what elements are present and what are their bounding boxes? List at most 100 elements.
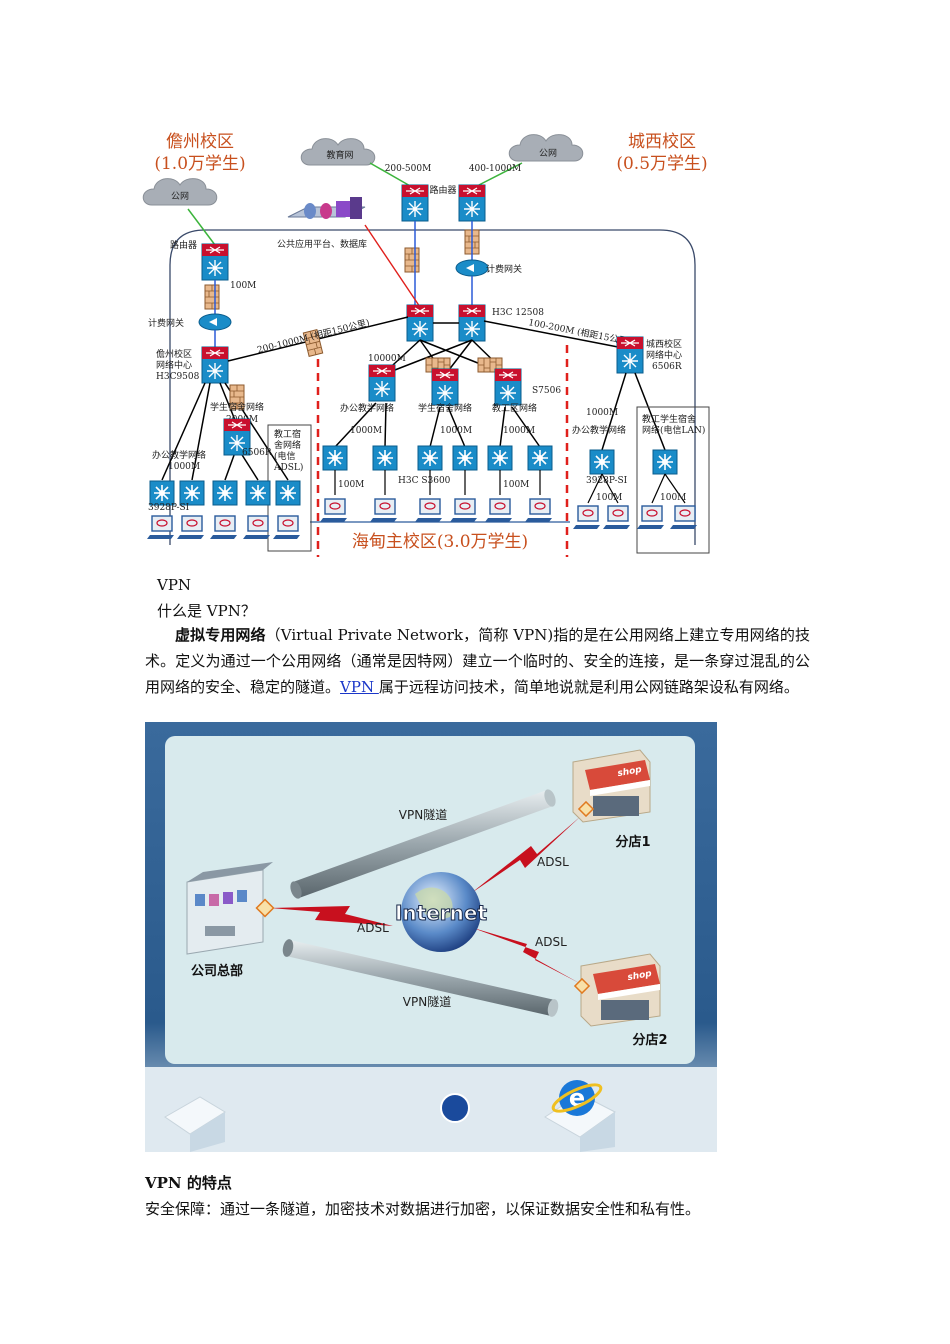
branch2-router-icon [573,977,591,995]
vpn-tunnel-top [290,789,556,899]
right-staff-box [636,406,710,554]
dist-switch-office [368,364,396,402]
right-access-switch-1 [589,449,615,475]
right-staff-line2: 网络(电信LAN) [642,424,705,436]
main-student-net-label: 学生宿舍网络 [418,402,472,414]
decor-globe-icon [440,1093,470,1123]
billing-gateway-top [455,259,489,277]
hq-label: 公司总部 [191,963,243,979]
left-staff-line1: 教工宿 [274,428,301,440]
link-100m-left-label: 100M [230,281,256,291]
branch2-shop-sign: shop [627,969,653,983]
branch2-shop [580,953,661,1027]
router-left [201,243,229,281]
definition-tail: 属于远程访问技术，简单地说就是利用公网链路架设私有网络。 [378,678,799,696]
right-center-line3: 6506R [652,362,682,372]
campus-main-name: 海甸主校区(3.0万学生) [352,532,528,552]
main-s7506-label: S7506 [532,386,561,396]
router-left-label: 路由器 [170,239,197,251]
firewall-top-left [404,247,420,273]
security-paragraph: 安全保障：通过一条隧道，加密技术对数据进行加密，以保证数据安全性和私有性。 [145,1200,701,1218]
adsl-link-left [270,906,393,926]
branch1-router-icon [577,800,595,818]
branch1-label: 分店1 [615,834,650,850]
left-staff-line3: (电信 [274,450,296,462]
hq-building [186,862,273,955]
core-switch-label: H3C 12508 [492,308,544,318]
main-1000m-c-label: 1000M [503,426,535,436]
link-public-label: 400-1000M [469,164,521,174]
campus-right-name: 城西校区 [628,132,696,152]
adsl-top-right-label: ADSL [537,855,569,869]
dist-switch-staff [494,368,522,406]
right-center-line1: 城西校区 [646,338,682,350]
main-staff-net-label: 教工区网络 [492,402,537,414]
router-top-left [401,184,429,222]
left-center-switch [201,346,229,384]
billing-gateway-left-label: 计费网关 [148,317,184,329]
main-100m-b-label: 100M [503,480,529,490]
campus-right-count: (0.5万学生) [616,154,707,174]
main-1000m-b-label: 1000M [440,426,472,436]
vpn-link[interactable]: VPN [340,678,379,696]
left-student-net-label: 学生宿舍网络 [210,401,264,413]
campus-network-diagram: 儋州校区 (1.0万学生) 城西校区 (0.5万学生) 海甸主校区(3.0万学生… [142,132,710,557]
link-edu [369,162,413,188]
billing-gateway-left [198,313,232,331]
public-platform-servers [287,197,366,219]
right-office-net-label: 办公教学网络 [572,424,626,436]
left-3928-label: 3928P-SI [148,503,190,513]
adsl-bottom-right-label: ADSL [535,935,567,949]
campus-left-name: 儋州校区 [166,132,234,152]
heading-vpn: VPN [157,576,192,594]
router-top-label: 路由器 [429,184,456,196]
core-switch-left [406,304,434,342]
wan-boundary [169,229,696,545]
main-office-net-label: 办公教学网络 [340,402,394,414]
right-access-switch-2 [652,449,678,475]
vpn-tunnel-bottom [282,939,559,1017]
decor-cubes [164,1093,616,1152]
right-pcs [572,505,698,530]
left-6506r-label: 6506R [242,448,272,458]
access-links-main [334,402,541,448]
right-campus-links [601,372,666,451]
main-h3c-label: H3C S3600 [398,476,451,486]
right-100m-a-label: 100M [596,493,622,503]
adsl-left-label: ADSL [357,921,389,935]
link-edu-label: 200-500M [385,164,432,174]
firewall-left [204,284,220,310]
branch2-label: 分店2 [632,1032,667,1048]
definition-text: （Virtual Private Network，简称 VPN)指的是在公用网络… [145,626,810,696]
term-vpn-cn: 虚拟专用网络 [175,626,266,644]
tunnel-bottom-label: VPN隧道 [403,994,451,1009]
campus-left-count: (1.0万学生) [154,154,245,174]
main-pc-links [334,470,541,495]
link-public [474,162,523,188]
left-access-switches [149,480,301,506]
billing-gateway-top-label: 计费网关 [486,263,522,275]
left-pcs [146,515,301,540]
right-center-line2: 网络中心 [646,349,682,361]
cloud-public-top-label: 公网 [539,148,557,159]
right-pc-links [587,473,686,504]
right-100m-b-label: 100M [660,493,686,503]
left-staff-line2: 舍网络 [274,439,301,451]
router-top-right [458,184,486,222]
main-pcs [319,498,553,523]
cloud-public-left-label: 公网 [171,191,189,202]
vpn-diagram: e VPN隧道 VPN隧道 ADSL ADSL ADSL Internet 公司… [145,722,717,1152]
left-center-line2: 网络中心 [156,359,192,371]
branch1-shop-sign: shop [617,765,643,779]
tunnel-top-label: VPN隧道 [399,807,447,822]
cloud-edu-label: 教育网 [326,149,353,161]
internet-label: Internet [395,901,487,925]
left-center-line3: H3C9508 [156,372,200,382]
hq-router-icon [255,898,275,918]
dist-switch-student [431,368,459,406]
section-vpn-features: VPN 的特点 [145,1174,232,1192]
question-what-is-vpn: 什么是 VPN？ [157,602,256,620]
left-staff-line4: ADSL) [273,462,303,473]
paragraph-vpn-definition: 虚拟专用网络（Virtual Private Network，简称 VPN)指的… [145,622,810,700]
branch1-shop [572,749,651,823]
